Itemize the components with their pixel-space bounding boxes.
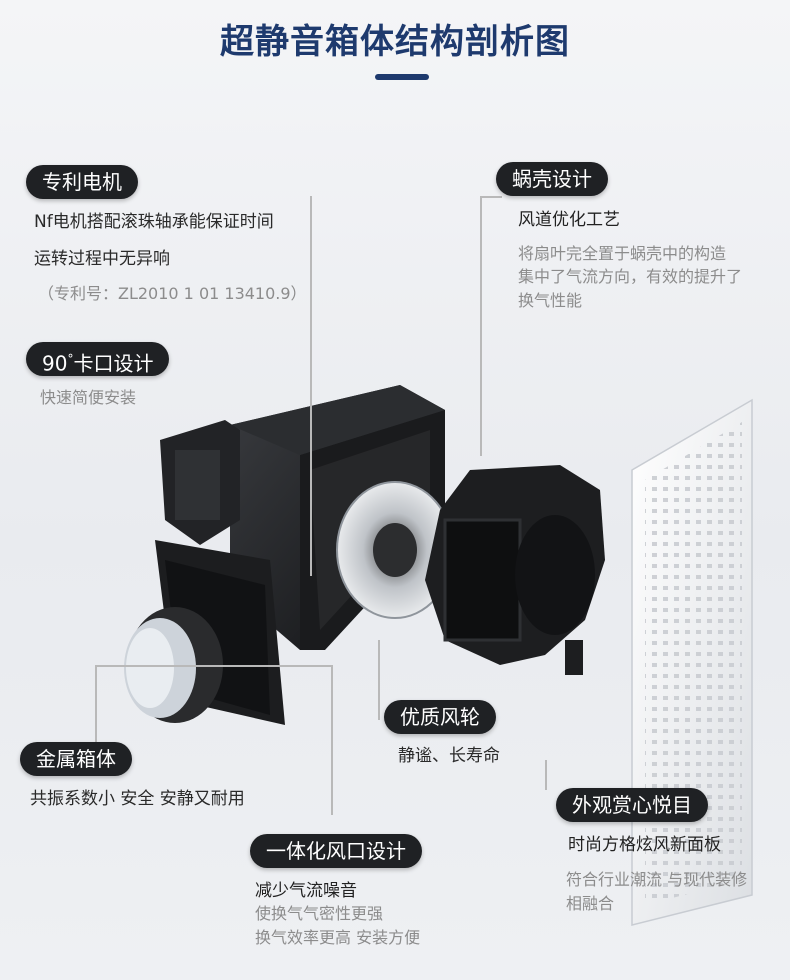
callout-panel-line1: 时尚方格炫风新面板	[568, 835, 721, 855]
leader-line-motor	[310, 196, 312, 576]
callout-clip-label: 90°卡口设计	[26, 342, 170, 376]
leader-line-panel	[545, 760, 547, 790]
leader-line-wheel	[378, 640, 380, 720]
callout-volute-label: 蜗壳设计	[496, 162, 608, 196]
callout-wheel-desc: 静谧、长寿命	[398, 746, 500, 766]
callout-outlet-line2: 使换气气密性更强	[255, 904, 384, 923]
page-title: 超静音箱体结构剖析图	[220, 22, 570, 62]
callout-motor-line2: 运转过程中无异响	[34, 249, 170, 269]
callout-outlet-label: 一体化风口设计	[250, 834, 422, 868]
callout-outlet-line1: 减少气流噪音	[255, 881, 357, 901]
leader-line-volute	[480, 196, 482, 456]
callout-panel-line2: 符合行业潮流 与现代装修	[566, 870, 748, 889]
leader-line-outlet	[331, 665, 333, 815]
motor-bracket	[160, 420, 240, 545]
volute-housing	[425, 465, 605, 675]
callout-volute-line2: 将扇叶完全置于蜗壳中的构造	[518, 244, 727, 263]
title-underline	[375, 74, 429, 80]
callout-box-desc: 共振系数小 安全 安静又耐用	[30, 789, 245, 809]
callout-clip-desc: 快速简便安装	[40, 388, 137, 407]
outlet-collar	[124, 540, 285, 725]
callout-outlet-line3: 换气效率更高 安装方便	[255, 928, 421, 947]
callout-volute-line3: 集中了气流方向，有效的提升了	[518, 267, 743, 286]
clip-label-number: 90	[42, 351, 68, 376]
callout-volute-line4: 换气性能	[518, 291, 583, 310]
callout-panel-label: 外观赏心悦目	[556, 788, 708, 822]
callout-panel-line3: 相融合	[566, 894, 615, 913]
clip-label-degree: °	[67, 352, 74, 366]
clip-label-text: 卡口设计	[73, 351, 154, 376]
callout-motor-patent: （专利号：ZL2010 1 01 13410.9）	[38, 284, 307, 303]
callout-wheel-label: 优质风轮	[384, 700, 496, 734]
callout-motor-line1: Nf电机搭配滚珠轴承能保证时间	[34, 212, 274, 232]
leader-line-box	[95, 665, 97, 745]
callout-motor-label: 专利电机	[26, 165, 138, 199]
blower-wheel	[336, 481, 454, 619]
callout-box-label: 金属箱体	[20, 742, 132, 776]
callout-volute-line1: 风道优化工艺	[518, 210, 620, 230]
leader-line-volute-h	[482, 196, 502, 198]
leader-line-box-h	[95, 665, 331, 667]
